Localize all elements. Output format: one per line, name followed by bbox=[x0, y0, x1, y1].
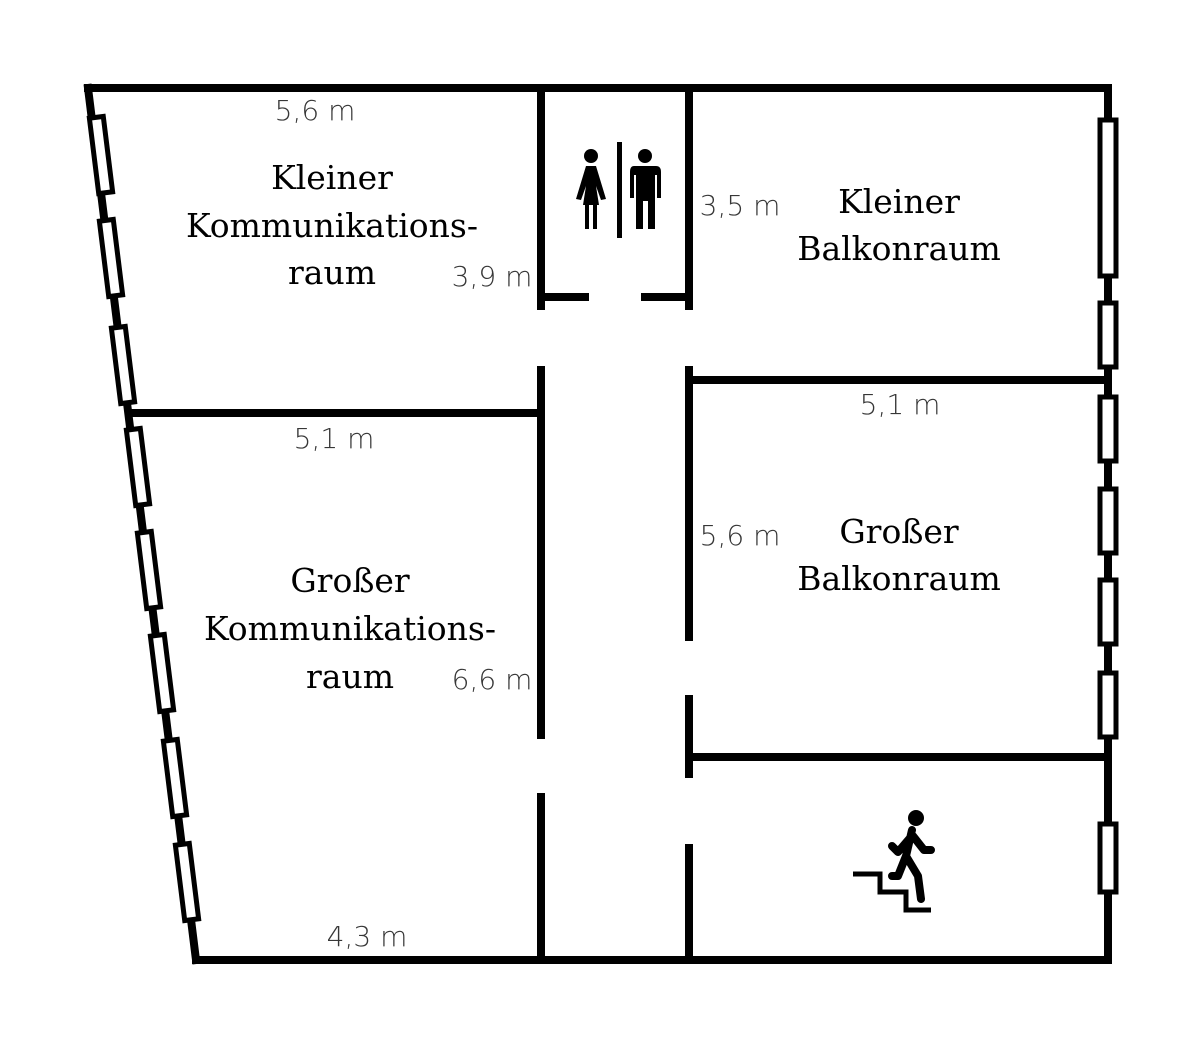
window-right-6 bbox=[1097, 670, 1119, 740]
dim-small-balcony-side: 3,5 m bbox=[700, 189, 781, 222]
room-small-comm-line2: Kommunikations- bbox=[186, 206, 478, 245]
window-left-5 bbox=[134, 528, 164, 612]
dim-large-balcony-side: 5,6 m bbox=[700, 519, 781, 552]
dim-large-balcony-top: 5,1 m bbox=[860, 388, 941, 421]
man-icon bbox=[630, 149, 661, 229]
room-large-comm-line3: raum bbox=[306, 657, 394, 696]
room-small-comm-line3: raum bbox=[288, 253, 376, 292]
room-small-balcony-line2: Balkonraum bbox=[797, 229, 1001, 268]
room-small-balcony-line1: Kleiner bbox=[838, 182, 960, 221]
window-left-4 bbox=[123, 425, 153, 509]
stairs-exit-icon bbox=[853, 810, 935, 913]
window-right-1 bbox=[1097, 117, 1119, 279]
restroom-icon bbox=[576, 142, 661, 238]
dim-large-comm-side: 6,6 m bbox=[452, 663, 533, 696]
room-large-balcony-line2: Balkonraum bbox=[797, 559, 1001, 598]
dim-small-comm-side: 3,9 m bbox=[452, 260, 533, 293]
room-large-comm-line2: Kommunikations- bbox=[204, 609, 496, 648]
left-window-group bbox=[86, 113, 202, 924]
right-window-group bbox=[1097, 117, 1119, 895]
dim-small-comm-top: 5,6 m bbox=[275, 94, 356, 127]
window-left-1 bbox=[86, 113, 116, 197]
window-left-3 bbox=[108, 323, 138, 407]
window-left-6 bbox=[147, 631, 177, 715]
window-right-4 bbox=[1097, 486, 1119, 556]
window-right-3 bbox=[1097, 394, 1119, 464]
window-left-7 bbox=[160, 736, 190, 820]
interior-walls bbox=[126, 88, 1112, 960]
stairs-steps bbox=[853, 871, 931, 913]
restroom-divider bbox=[617, 142, 622, 238]
woman-icon bbox=[576, 149, 606, 229]
window-left-8 bbox=[172, 840, 202, 924]
window-right-7 bbox=[1097, 821, 1119, 895]
dim-large-comm-bottom: 4,3 m bbox=[327, 920, 408, 953]
window-right-2 bbox=[1097, 300, 1119, 370]
dim-large-comm-top: 5,1 m bbox=[294, 422, 375, 455]
window-right-5 bbox=[1097, 577, 1119, 647]
room-small-comm-line1: Kleiner bbox=[271, 158, 393, 197]
window-left-2 bbox=[96, 216, 126, 300]
room-large-comm-line1: Großer bbox=[290, 561, 410, 600]
room-large-balcony-line1: Großer bbox=[839, 512, 959, 551]
